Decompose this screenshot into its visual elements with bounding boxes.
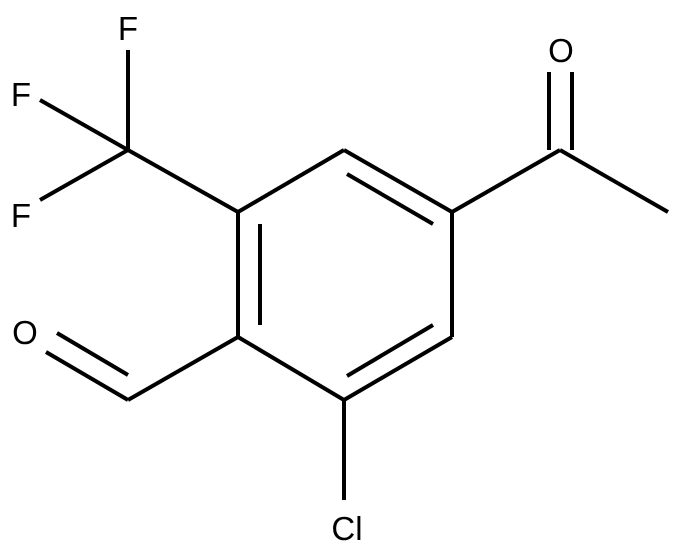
bond-c-o-aldehyde-inner <box>55 331 130 377</box>
bond-ring-to-cho <box>127 335 239 402</box>
bond-c-f-left <box>39 98 129 152</box>
atom-label-f-left: F <box>11 76 31 113</box>
bond-ring-to-cf3 <box>127 148 239 214</box>
bond-ring-to-acetyl <box>451 148 561 214</box>
atom-label-ketone-oxygen: O <box>548 32 574 69</box>
bond-acetyl-methyl <box>559 148 669 214</box>
ring-bond-bottom-right-inner <box>345 323 435 378</box>
ring-bond-top-right-inner <box>345 172 435 226</box>
bond-c-f-lower <box>39 148 129 202</box>
ring-bond-top-right <box>343 148 453 214</box>
chloro-substituent: Cl <box>331 400 363 547</box>
ring-bond-top-left <box>236 148 346 214</box>
aldehyde-group: O <box>12 314 239 402</box>
atom-label-f-top: F <box>118 10 138 47</box>
acetyl-group: O <box>451 32 669 214</box>
atom-label-f-lower: F <box>11 197 31 234</box>
atom-label-aldehyde-oxygen: O <box>12 314 38 351</box>
ring-bond-bottom-left <box>236 335 346 402</box>
trifluoromethyl-group: F F F <box>11 10 239 234</box>
bond-c-o-aldehyde-outer <box>44 350 130 402</box>
benzene-ring <box>236 148 454 402</box>
ring-bond-bottom-right <box>342 335 454 402</box>
atom-label-chlorine: Cl <box>331 510 362 547</box>
